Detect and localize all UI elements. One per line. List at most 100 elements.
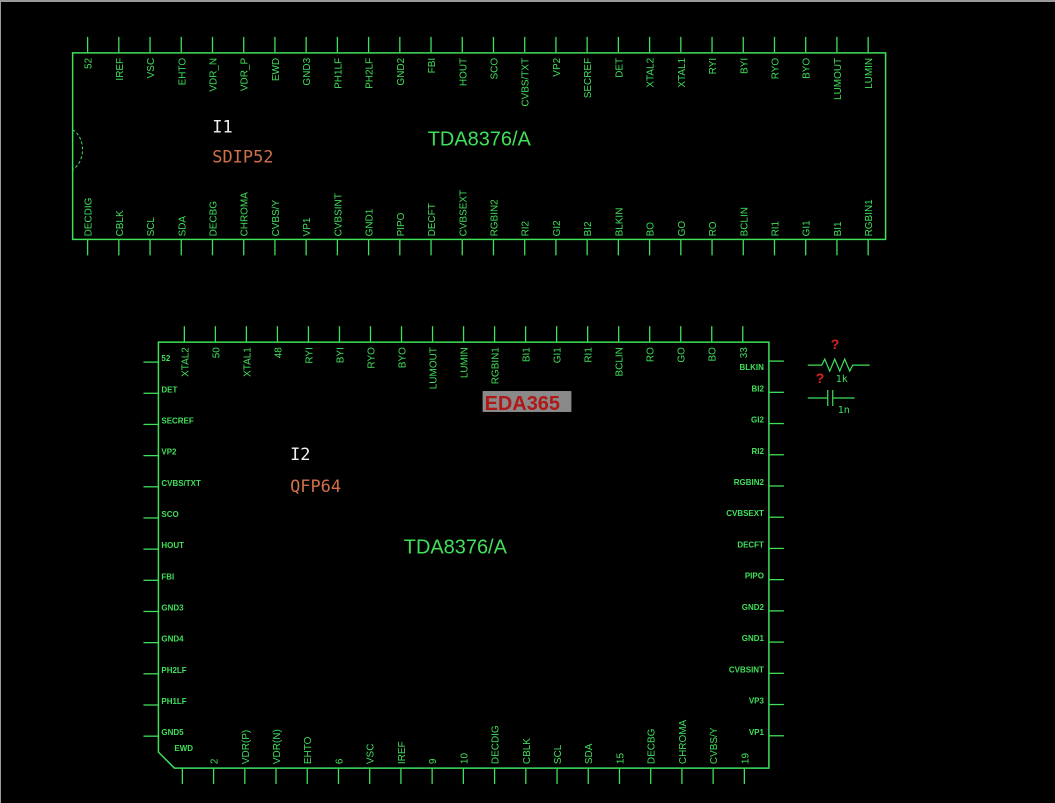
pin-label: RYO	[770, 58, 781, 80]
pin-label: RI2	[521, 220, 532, 236]
pin-label: CHROMA	[678, 719, 689, 764]
pin-label: SCL	[146, 217, 157, 237]
pin-label: CVBSINT	[333, 193, 344, 236]
resistor-designator: ?	[831, 336, 840, 352]
pin-label: BYO	[802, 58, 813, 79]
pin-label: XTAL1	[677, 57, 688, 87]
pin-label: BYI	[739, 58, 750, 74]
pin-label: SECREF	[161, 416, 193, 425]
pin-label: DET	[161, 385, 177, 394]
pin-label: LUMOUT	[429, 347, 440, 389]
pin-label: GND5	[161, 728, 184, 737]
pin-label: VSC	[366, 744, 377, 765]
pin-label: RGBIN2	[734, 478, 765, 487]
pin-label: FBI	[427, 58, 438, 74]
pin-label: 52	[161, 354, 170, 363]
pin1-notch-icon	[72, 129, 83, 171]
chip-i1-designator: I1	[212, 117, 232, 137]
pin-label: LUMOUT	[833, 58, 844, 100]
chip-i2-part: TDA8376/A	[404, 537, 508, 559]
pin-label: IREF	[397, 741, 408, 764]
pin-label: CBLK	[522, 738, 533, 764]
pin-label: HOUT	[458, 58, 469, 86]
pin-label: DECBG	[208, 201, 219, 237]
pin-label: BI2	[752, 384, 765, 393]
pin-label: LUMIN	[460, 347, 471, 378]
pin-label: BYI	[335, 347, 346, 363]
pin-label: GND3	[302, 57, 313, 85]
pin-label: SCL	[553, 744, 564, 764]
pin-label: GND4	[161, 635, 184, 644]
pin-label: VP2	[552, 57, 563, 76]
pin-label: CVBSEXT	[726, 509, 764, 518]
pin-label: VSC	[146, 58, 157, 78]
pin-label: CVBS/Y	[271, 199, 282, 236]
pin-label: GND2	[396, 57, 407, 85]
chip-i2-package: QFP64	[290, 476, 341, 496]
pin-label: PIPO	[745, 572, 764, 581]
pin-label: VP1	[749, 728, 765, 737]
pin-label: RYI	[708, 58, 719, 74]
pin-label: BCLIN	[739, 207, 750, 236]
pin-label: DECDIG	[491, 725, 502, 764]
pin-label: LUMIN	[864, 58, 875, 89]
pin-label: RO	[708, 221, 719, 236]
pin-label: VP2	[161, 448, 177, 457]
resistor[interactable]: ? ? 1k	[807, 336, 870, 386]
resistor-value-mark: ?	[816, 370, 825, 386]
chip-i1-body	[71, 52, 887, 241]
pin-label: 50	[211, 347, 222, 359]
pin-label: GND3	[161, 603, 184, 612]
pin-label: RI1	[770, 220, 781, 236]
pin-label: BCLIN	[615, 347, 626, 376]
pin-label: BI1	[833, 221, 844, 236]
pin-label: CBLK	[115, 210, 126, 236]
pin-label: XTAL2	[180, 347, 191, 377]
pin-label: GND2	[742, 603, 765, 612]
capacitor[interactable]: 1n	[807, 390, 855, 416]
pin-label: GO	[677, 347, 688, 363]
pin-label: PH1LF	[333, 58, 344, 89]
pin-label: XTAL1	[242, 347, 253, 377]
pin-label: GND1	[742, 634, 765, 643]
pin-label: PH2LF	[365, 58, 376, 89]
pin-label: CVBSEXT	[458, 190, 469, 237]
pin-label: DECDIG	[84, 197, 95, 236]
pin-label: SECREF	[583, 58, 594, 98]
capacitor-value: 1n	[838, 405, 850, 416]
pin-label: RI2	[752, 447, 765, 456]
pin-label: RGBIN1	[864, 199, 875, 237]
pin-label: PH2LF	[161, 666, 186, 675]
pin-label: PIPO	[396, 212, 407, 236]
chip-i1-package: SDIP52	[212, 147, 273, 167]
pin-label: EWD	[271, 58, 282, 81]
pin-label: SCO	[161, 510, 178, 519]
pin-label: BO	[708, 347, 719, 362]
chip-i1-part: TDA8376/A	[428, 129, 532, 151]
pin-label: RYI	[304, 347, 315, 363]
corner-pin-label: EWD	[174, 744, 193, 753]
pin-label: 33	[739, 347, 750, 359]
pin-label: CVBSINT	[729, 665, 764, 674]
pin-label: FBI	[161, 572, 174, 581]
pin-label: GO	[677, 221, 688, 237]
pin-label: GI1	[553, 347, 564, 364]
pin-label: BO	[646, 222, 657, 237]
watermark: EDA365	[485, 393, 560, 415]
pin-label: 52	[84, 57, 95, 69]
capacitor-symbol	[807, 390, 855, 406]
pin-label: CHROMA	[240, 192, 251, 237]
pin-label: BI1	[522, 347, 533, 362]
pin-label: PH1LF	[161, 697, 186, 706]
pin-label: RYO	[366, 347, 377, 369]
chip-i2-body	[157, 341, 770, 769]
pin-label: 2	[210, 758, 221, 764]
pin-label: GI1	[802, 220, 813, 237]
pin-label: BI2	[583, 221, 594, 236]
pin-label: 6	[334, 758, 345, 764]
pin-label: VDR_P	[240, 58, 251, 92]
resistor-value: 1k	[836, 374, 848, 385]
